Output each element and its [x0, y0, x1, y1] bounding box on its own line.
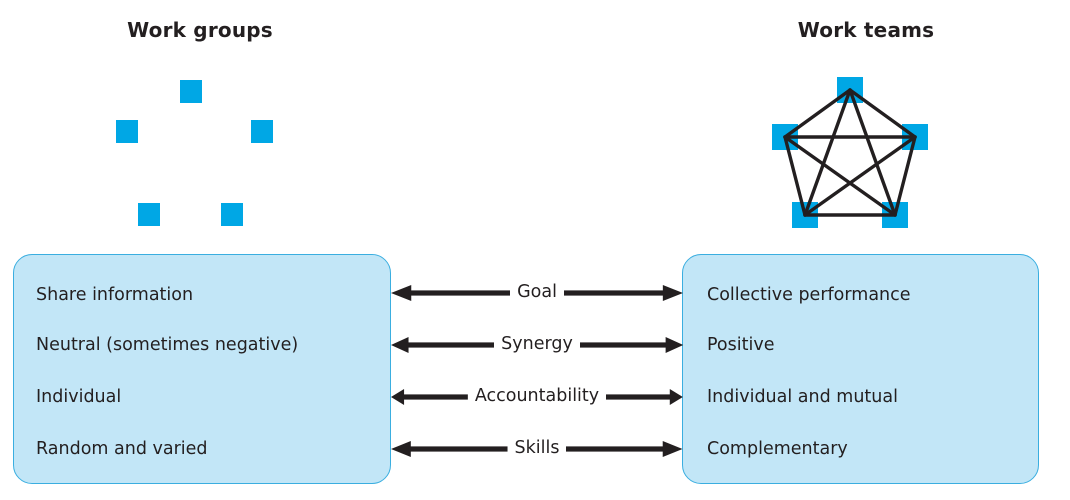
list-item: Collective performance: [707, 285, 911, 305]
edge-left-bottomleft: [783, 135, 807, 217]
arrow-right-icon: [606, 387, 683, 407]
edge-top-bottomleft: [803, 88, 852, 217]
node-square-bottom-left: [138, 203, 160, 226]
comparison-label: Goal: [517, 282, 557, 303]
page-title-work-teams: Work teams: [797, 18, 935, 42]
node-squares: [772, 77, 928, 228]
edge-left-bottomright: [783, 135, 897, 217]
work-teams-node-diagram: [755, 60, 965, 240]
edge-right-bottomleft: [803, 135, 917, 217]
list-item: Share information: [36, 285, 194, 305]
edge-top-bottomright: [848, 88, 897, 217]
arrow-right-icon: [566, 439, 684, 459]
comparison-row-synergy: Synergy: [391, 328, 683, 362]
edge-right-bottomright: [893, 135, 917, 217]
arrow-left-icon: [391, 335, 495, 355]
arrow-right-icon: [563, 283, 684, 303]
arrow-left-icon: [391, 387, 468, 407]
comparison-label: Skills: [514, 438, 560, 459]
page-title-work-groups: Work groups: [127, 18, 273, 42]
comparison-label: Accountability: [474, 386, 600, 407]
list-item: Individual: [36, 387, 122, 407]
work-groups-attribute-list: Share information Neutral (sometimes neg…: [14, 255, 390, 483]
work-teams-attribute-list: Collective performance Positive Individu…: [683, 255, 1038, 483]
work-teams-attribute-box: Collective performance Positive Individu…: [682, 254, 1039, 484]
comparison-label: Synergy: [501, 334, 573, 355]
node-square-top: [180, 80, 202, 103]
edge-top-right: [848, 88, 917, 139]
connection-edges: [783, 88, 917, 217]
node-square-right: [251, 120, 273, 143]
list-item: Complementary: [707, 439, 848, 459]
list-item: Neutral (sometimes negative): [36, 335, 299, 355]
node-squares: [116, 80, 273, 226]
work-groups-attribute-box: Share information Neutral (sometimes neg…: [13, 254, 391, 484]
work-groups-node-diagram: [90, 60, 320, 240]
arrow-right-icon: [579, 335, 683, 355]
arrow-left-icon: [391, 439, 508, 459]
list-item: Positive: [707, 335, 775, 355]
arrow-left-icon: [391, 283, 511, 303]
comparison-row-accountability: Accountability: [391, 380, 683, 414]
edge-top-left: [783, 88, 852, 139]
comparison-row-skills: Skills: [391, 432, 684, 466]
comparison-row-goal: Goal: [391, 276, 684, 310]
node-square-bottom-right: [221, 203, 243, 226]
node-square-left: [116, 120, 138, 143]
list-item: Random and varied: [36, 439, 208, 459]
list-item: Individual and mutual: [707, 387, 898, 407]
